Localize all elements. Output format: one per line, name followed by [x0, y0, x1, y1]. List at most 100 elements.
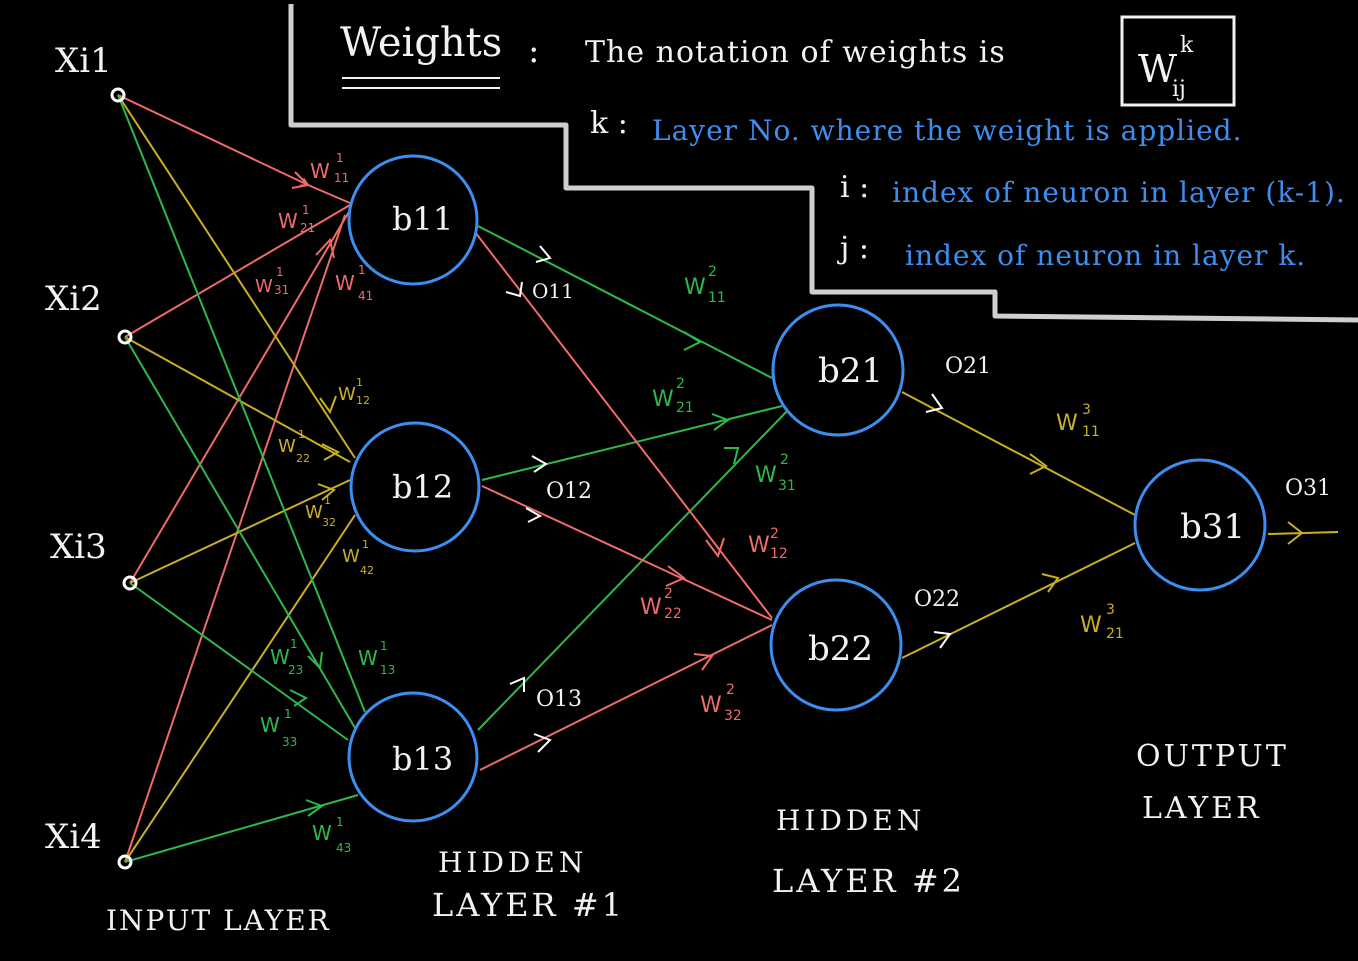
svg-text:W: W [755, 463, 777, 488]
weight-label-w2-32: W2 32 [700, 682, 742, 724]
edge-x1-b13 [117, 94, 366, 713]
layer-label-hidden1-line2: LAYER #1 [432, 886, 625, 924]
output-arrows [505, 245, 952, 753]
o22-arrow [933, 631, 952, 649]
svg-text:W: W [1056, 411, 1078, 436]
svg-text:1: 1 [284, 707, 292, 721]
arrowhead-w2-31 [724, 447, 740, 465]
input-label-x2: Xi2 [45, 279, 102, 319]
svg-text:21: 21 [1106, 626, 1124, 642]
legend-divider [288, 4, 1358, 323]
arrowhead-w1-23 [307, 651, 323, 671]
svg-text:W: W [1080, 613, 1102, 638]
svg-text:12: 12 [770, 546, 788, 562]
svg-text:2: 2 [726, 682, 735, 698]
input-node-x4 [117, 854, 133, 870]
svg-text:W: W [312, 821, 332, 845]
svg-text:41: 41 [358, 289, 373, 303]
arrowhead-w1-32 [317, 483, 336, 501]
weight-label-w3-11: W3 11 [1056, 402, 1100, 440]
legend-k-key: k : [590, 106, 628, 141]
notation-sup: k [1180, 33, 1194, 58]
layer-label-output-line1: OUTPUT [1136, 739, 1289, 774]
svg-text:W: W [255, 276, 273, 297]
svg-text:1: 1 [298, 428, 305, 441]
legend: Weights : The notation of weights is W k… [340, 15, 1346, 272]
svg-text:W: W [335, 271, 355, 295]
output-label-o21: O21 [945, 354, 991, 379]
o13-arrow-a [509, 676, 525, 692]
arrowhead-w1-11 [291, 171, 311, 189]
input-node-x3 [122, 575, 138, 591]
o21-arrow [925, 393, 944, 413]
svg-text:1: 1 [302, 203, 310, 217]
legend-notation-text: The notation of weights is [585, 35, 1006, 70]
edges-layer-3 [901, 391, 1339, 659]
svg-text:22: 22 [664, 606, 682, 622]
svg-text:3: 3 [1082, 402, 1091, 418]
edge-x1-b12 [117, 94, 356, 459]
o11-arrow-a [535, 245, 552, 263]
svg-text:1: 1 [324, 494, 331, 507]
edge-b11-b22 [474, 231, 773, 619]
legend-i-key: i : [840, 170, 869, 205]
arrowhead-w2-11 [683, 331, 703, 351]
layer-label-hidden2-line2: LAYER #2 [772, 862, 965, 900]
neuron-b31 [1133, 458, 1267, 592]
svg-text:1: 1 [358, 263, 366, 277]
neuron-b22 [769, 578, 903, 712]
svg-text:1: 1 [290, 637, 298, 651]
svg-text:32: 32 [724, 708, 742, 724]
svg-text:42: 42 [360, 564, 374, 577]
neuron-label-b21: b21 [818, 351, 883, 391]
svg-text:2: 2 [676, 376, 685, 392]
svg-text:W: W [310, 159, 330, 183]
arrowhead-w2-22 [665, 565, 686, 587]
svg-text:W: W [270, 645, 290, 669]
svg-text:23: 23 [288, 663, 303, 677]
neurons: b11 b12 b13 b21 b22 b31 [347, 154, 1267, 823]
o11-arrow-b [505, 281, 523, 298]
edge-x4-b13 [124, 794, 359, 863]
output-arrow-head [1287, 521, 1304, 545]
svg-text:W: W [260, 713, 280, 737]
svg-text:1: 1 [356, 376, 363, 389]
svg-text:31: 31 [778, 478, 796, 494]
legend-i-desc: index of neuron in layer (k-1). [892, 176, 1346, 209]
edge-x2-b11 [124, 204, 351, 338]
svg-text:1: 1 [362, 538, 369, 551]
svg-text:1: 1 [276, 265, 284, 279]
edge-b21-b31 [901, 391, 1136, 516]
neuron-label-b13: b13 [392, 740, 453, 778]
edge-arrowheads [289, 171, 1060, 817]
svg-text:2: 2 [770, 526, 779, 542]
svg-text:11: 11 [1082, 424, 1100, 440]
legend-title: Weights [340, 20, 502, 66]
svg-text:W: W [338, 384, 356, 405]
svg-text:W: W [700, 693, 722, 718]
svg-text:2: 2 [664, 586, 673, 602]
edge-x2-b12 [124, 336, 351, 463]
weight-label-w1-23: W1 23 [270, 637, 303, 677]
input-label-x3: Xi3 [50, 527, 107, 567]
arrowhead-w1-43 [305, 799, 325, 817]
svg-text:1: 1 [336, 815, 344, 829]
output-label-o11: O11 [532, 279, 574, 303]
neuron-label-b12: b12 [392, 468, 453, 506]
neuron-b21 [771, 303, 905, 437]
